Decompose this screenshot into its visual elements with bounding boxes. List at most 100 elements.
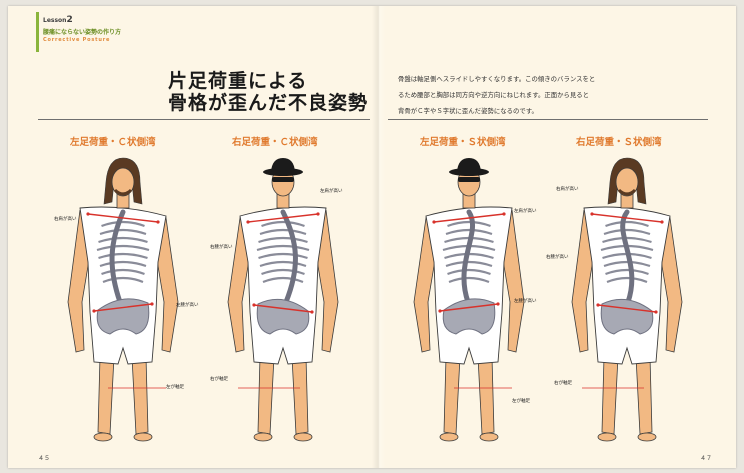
figure-title-1: 左足荷重・Ｃ状側湾 [70,137,156,148]
right-divider [388,119,708,120]
rib [445,228,493,236]
right-leg [291,356,309,435]
left-foot [597,432,617,442]
figure-right-s: 右肩が高い 右腰が高い 右が軸足 [546,152,702,452]
left-leg [443,356,461,435]
hip-dot [596,303,600,307]
rib [99,228,147,236]
hip-line [597,304,657,313]
shoulder-dot [156,220,160,224]
label-axis-leg: 左が軸足 [166,385,184,390]
right-foot [133,432,153,442]
rib [445,260,493,268]
left-foot [93,432,113,442]
shoulder-dot [246,220,250,224]
label-hip: 右腰が高い [210,245,233,250]
figure-title-3: 左足荷重・Ｓ状側湾 [420,137,506,148]
shoulder-line [247,213,319,223]
title-line-2: 骨格が歪んだ不良姿勢 [168,92,369,114]
rib [261,220,305,228]
rib [99,260,147,268]
hip-line [93,303,153,312]
label-shoulder: 左肩が高い [320,189,343,194]
rib [96,244,150,252]
label-axis-leg: 右が軸足 [554,381,572,386]
spine [461,209,476,305]
figure-left-c: 右肩が高い 左腰が高い 左が軸足 [48,152,199,452]
figure-illustration [571,157,683,442]
rib [447,268,491,276]
figure-left-s: 左肩が高い 左腰が高い 左が軸足 [394,152,544,452]
intro-line: るため腰部と胸部は同方向や逆方向にねじれます。正面から見ると [398,91,590,99]
right-foot [637,432,657,442]
hip-dot [150,302,154,306]
rib [261,268,305,276]
intro-text: 骨盤は軸足側へスライドしやすくなります。この傾きのバランスをと るため腰部と胸部… [398,71,623,119]
rib [259,228,307,236]
rib [605,268,649,276]
pelvis [256,298,310,335]
shoulder-line [433,213,505,223]
page-gutter [372,6,386,468]
left-leg [257,356,275,435]
label-shoulder: 右肩が高い [54,217,77,222]
rib [101,220,145,228]
hat-crown [457,158,481,172]
sunglasses [458,177,480,182]
hat-crown [271,158,295,172]
label-axis-leg: 左が軸足 [512,399,530,404]
hip-dot [310,310,314,314]
beard [113,188,133,196]
rib [606,276,648,284]
figure-illustration [67,157,179,442]
hip-dot [438,309,442,313]
rib [602,236,652,244]
rib [258,236,308,244]
figure-illustration [413,158,525,442]
head [615,167,639,197]
rib [256,244,310,252]
page-number-left: ４５ [38,455,51,462]
intro-line: 背骨がＣ字やＳ字状に歪んだ姿勢になるのです。 [398,107,538,115]
pelvis [96,298,150,335]
rib [101,268,145,276]
left-leg [97,356,115,435]
figure-illustration [227,158,339,442]
shoulder-dot [86,212,90,216]
rib [603,260,651,268]
figure-right-c: 左肩が高い 右腰が高い 右が軸足 [208,152,358,452]
label-hip: 左腰が高い [514,299,537,304]
hip-dot [252,303,256,307]
rib [98,236,148,244]
shoulder-dot [432,220,436,224]
label-hip: 右腰が高い [546,255,569,260]
hip-line [253,304,313,313]
hip-dot [496,302,500,306]
left-divider [38,119,370,120]
right-leg [635,356,653,435]
left-foot [253,432,273,442]
lesson-label: Lesson2 [43,15,73,25]
spine [280,209,298,305]
pelvis [442,298,496,335]
label-shoulder: 左肩が高い [514,209,537,214]
head [111,167,135,197]
shoulder-dot [316,212,320,216]
figure-title-4: 右足荷重・Ｓ状側湾 [576,137,662,148]
rib [258,252,308,260]
shoulder-line [591,213,663,223]
hip-line [439,303,499,312]
label-hip: 左腰が高い [176,303,199,308]
right-foot [479,432,499,442]
shoulder-line [87,213,159,223]
shoulder-dot [590,212,594,216]
intro-line: 骨盤は軸足側へスライドしやすくなります。この傾きのバランスをと [398,75,596,83]
rib [605,220,649,228]
shoulder-dot [660,220,664,224]
beard [617,188,637,196]
sunglasses [272,177,294,182]
title-line-1: 片足荷重による [168,70,308,92]
rib [98,252,148,260]
rib [262,276,304,284]
figure-title-2: 右足荷重・Ｃ状側湾 [232,137,318,148]
